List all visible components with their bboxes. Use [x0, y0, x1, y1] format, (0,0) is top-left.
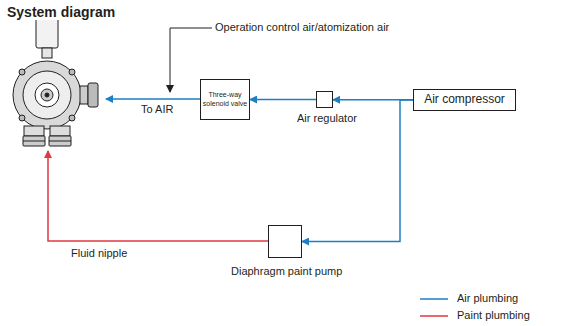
note-label: Operation control air/atomization air — [214, 21, 390, 33]
box-label: Diaphragm paint pump — [231, 265, 342, 277]
spray-gun — [13, 12, 98, 146]
regulator-box: Air regulator — [316, 91, 333, 108]
pump-box: Diaphragm paint pump — [268, 225, 302, 258]
box-label: Air regulator — [297, 112, 357, 124]
line-label: To AIR — [140, 103, 174, 115]
legend-text: Paint plumbing — [456, 309, 531, 321]
line-label: Fluid nipple — [70, 247, 128, 259]
legend-text: Air plumbing — [456, 292, 519, 304]
title: System diagram — [6, 4, 116, 20]
legend-line — [420, 298, 448, 300]
legend-line — [420, 315, 448, 317]
air-connector — [250, 99, 316, 101]
compressor-box: Air compressor — [413, 89, 516, 111]
valve-box: Three-way solenoid valve — [200, 79, 250, 120]
paint-line — [48, 151, 268, 241]
air-line — [106, 98, 200, 100]
box-label: Air compressor — [424, 93, 505, 107]
box-label: Three-way solenoid valve — [201, 91, 249, 107]
